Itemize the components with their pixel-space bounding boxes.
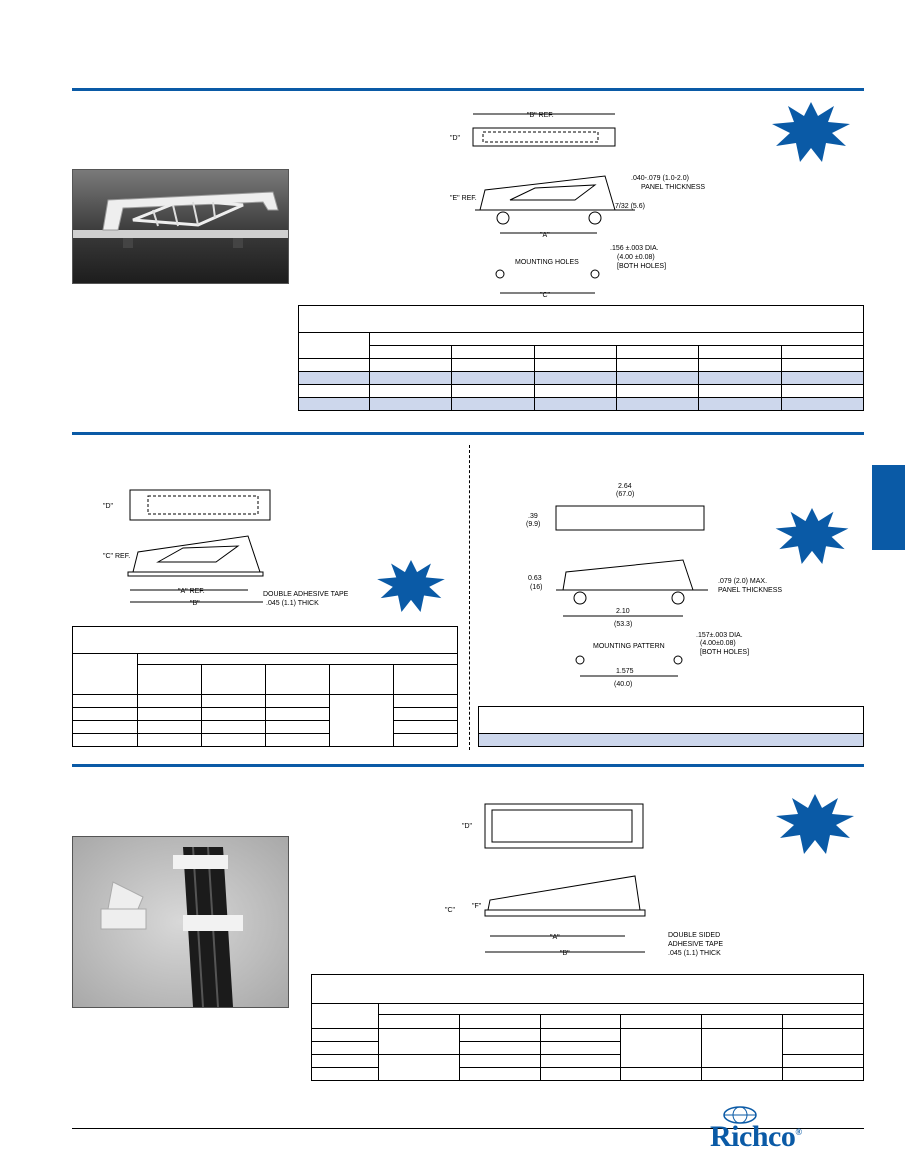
- tape-label-3-3: .045 (1.1) THICK: [668, 950, 721, 957]
- new-starburst-1: [772, 102, 850, 167]
- drawing-3: "D" "C" "F" "A" "B" DOUBLE SIDED ADHESIV…: [440, 800, 760, 965]
- mounting-holes-label: MOUNTING HOLES: [515, 259, 579, 266]
- drawing-2b: 2.64 (67.0) .39 (9.9) 0.63 (16) .079 (2.…: [518, 480, 808, 695]
- dim-a: "A": [540, 232, 550, 239]
- dim-c: "C": [540, 292, 551, 299]
- panel-thickness-label-1: PANEL THICKNESS: [641, 184, 705, 191]
- spec-table-2a: [72, 626, 458, 747]
- dim-f-3: "F": [472, 903, 482, 910]
- mounting-pattern-label: MOUNTING PATTERN: [593, 643, 665, 650]
- drawing-1: "B" REF. "D" "E" REF. "A" .040-.079 (1.0…: [445, 100, 745, 305]
- ht-mm-2b: (16): [530, 584, 542, 591]
- new-starburst-3: [773, 508, 851, 569]
- panel-max-2b: .079 (2.0) MAX.: [718, 578, 767, 585]
- globe-logo-icon: [723, 1106, 757, 1129]
- dim-d-2a: "D": [103, 503, 114, 510]
- h-in-2b: .39: [528, 513, 538, 520]
- dim-d-3: "D": [462, 823, 473, 830]
- section-rule-lower: [72, 764, 864, 767]
- len-mm-2b: (67.0): [616, 491, 634, 498]
- len-in-2b: 2.64: [618, 483, 632, 490]
- dim-a-3: "A": [550, 934, 560, 941]
- section-rule-middle: [72, 432, 864, 435]
- tape-label-2a-1: DOUBLE ADHESIVE TAPE: [263, 591, 349, 598]
- dim-a-ref-2a: "A" REF.: [178, 588, 205, 595]
- hole-dia-1: .156 ±.003 DIA.: [610, 245, 659, 252]
- spec-table-1: [298, 305, 865, 411]
- panel-label-2b: PANEL THICKNESS: [718, 587, 782, 594]
- product-photo-3: [72, 836, 289, 1008]
- base-mm-2b: (53.3): [614, 621, 632, 628]
- spec-table-3: [311, 974, 864, 1081]
- spec-table-2b: [478, 706, 864, 747]
- tape-label-2a-2: .045 (1.1) THICK: [266, 600, 319, 607]
- panel-thickness-1: .040-.079 (1.0-2.0): [631, 175, 689, 182]
- tape-label-3-2: ADHESIVE TAPE: [668, 941, 723, 948]
- tape-label-3-1: DOUBLE SIDED: [668, 932, 720, 939]
- dim-e-ref-1: "E" REF.: [450, 195, 477, 202]
- pitch-in-2b: 1.575: [616, 668, 634, 675]
- new-starburst-2: [372, 560, 450, 617]
- dim-c-3: "C": [445, 907, 456, 914]
- column-divider: [469, 445, 470, 750]
- dim-d: "D": [450, 135, 461, 142]
- new-starburst-4: [776, 794, 854, 859]
- footer-rule: [72, 1128, 864, 1129]
- height-dim-1: 7/32 (5.6): [615, 203, 645, 210]
- product-photo-1: [72, 169, 289, 284]
- drawing-2a: "D" "C" REF. "A" REF. "B" DOUBLE ADHESIV…: [98, 480, 378, 625]
- dim-b-2a: "B": [190, 600, 200, 607]
- hole-dia-2b-1: .157±.003 DIA.: [696, 632, 743, 639]
- hole-dia-2b-2: (4.00±0.08): [700, 640, 736, 647]
- base-in-2b: 2.10: [616, 608, 630, 615]
- h-mm-2b: (9.9): [526, 521, 540, 528]
- hole-dia-2b-3: [BOTH HOLES]: [700, 649, 749, 656]
- hole-dia-2: (4.00 ±0.08): [617, 254, 655, 261]
- section-rule-top: [72, 88, 864, 91]
- pitch-mm-2b: (40.0): [614, 681, 632, 688]
- registered-mark: ®: [795, 1127, 802, 1137]
- brand-logo: Richco®: [710, 1120, 802, 1154]
- dim-c-ref-2a: "C" REF.: [103, 553, 130, 560]
- dim-b-3: "B": [560, 950, 570, 957]
- dim-b-ref: "B" REF.: [527, 112, 554, 119]
- brand-name: Richco: [710, 1120, 796, 1153]
- side-tab: [872, 465, 905, 550]
- ht-in-2b: 0.63: [528, 575, 542, 582]
- hole-dia-3: [BOTH HOLES]: [617, 263, 666, 270]
